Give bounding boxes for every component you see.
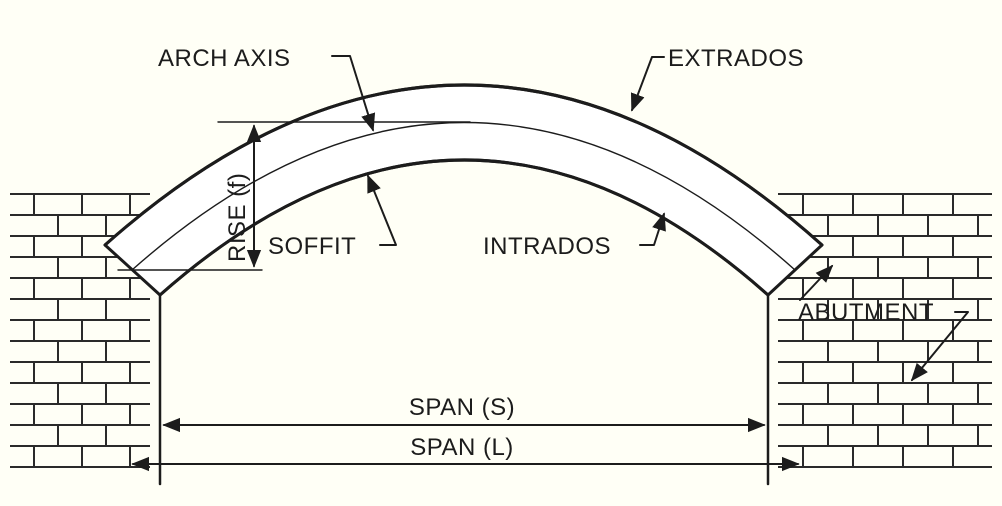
- abutment-leader-upper: [799, 264, 834, 301]
- extrados-curve: [103, 83, 824, 247]
- extrados-leader: [630, 56, 665, 112]
- soffit-leader: [367, 174, 397, 246]
- span-s-label: SPAN (S): [409, 394, 515, 421]
- arch-axis-leader: [331, 55, 376, 132]
- abutment-leader-lower: [910, 311, 969, 382]
- intrados-leader: [639, 212, 666, 246]
- rise-label: RISE (f): [224, 173, 251, 262]
- arch-axis-label: ARCH AXIS: [158, 45, 291, 72]
- span-l-label: SPAN (L): [410, 434, 514, 461]
- soffit-label: SOFFIT: [268, 233, 356, 260]
- extrados-label: EXTRADOS: [668, 45, 804, 72]
- abutment-label: ABUTMENT: [798, 299, 934, 326]
- intrados-label: INTRADOS: [483, 233, 611, 260]
- left-abutment-brickwork: [10, 193, 150, 468]
